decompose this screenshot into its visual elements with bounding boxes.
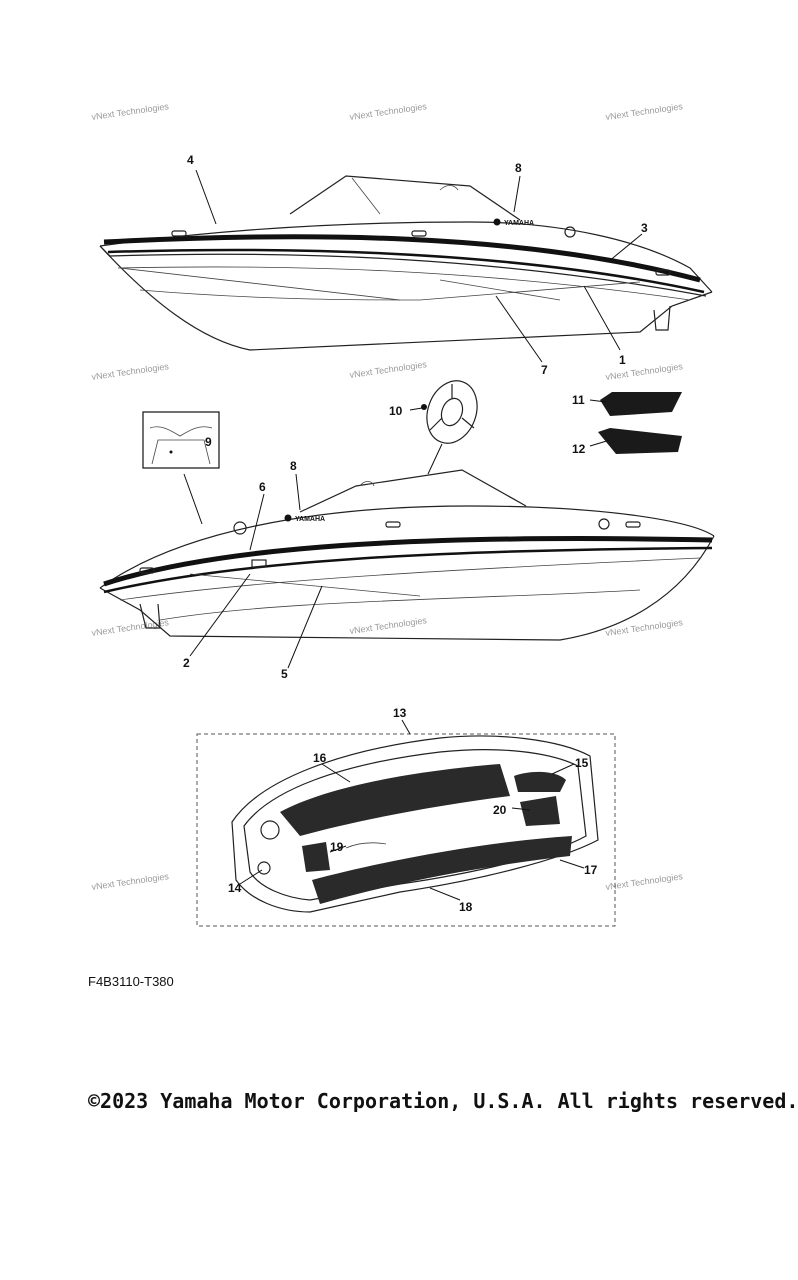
copyright-notice: ©2023 Yamaha Motor Corporation, U.S.A. A…	[88, 1089, 798, 1113]
boat-side-illustration: YAMAHA	[99, 469, 715, 641]
callout-19: 19	[330, 840, 344, 854]
callout-8-lower: 8	[290, 459, 297, 473]
leader-lines	[183, 169, 643, 901]
callout-15: 15	[575, 756, 589, 770]
steering-wheel-illustration	[421, 380, 478, 444]
callout-10: 10	[389, 404, 403, 418]
diagram-code: F4B3110-T380	[88, 974, 174, 989]
watermark: vNext Technologies	[91, 361, 170, 382]
callout-18: 18	[459, 900, 473, 914]
boat-top-illustration: YAMAHA	[99, 175, 713, 351]
parts-diagram: vNext Technologies vNext Technologies vN…	[91, 101, 715, 927]
callout-9: 9	[205, 435, 212, 449]
callout-12: 12	[572, 442, 586, 456]
callout-11: 11	[572, 393, 585, 407]
callout-5: 5	[281, 667, 288, 681]
callouts: 4 8 3 1 7 10 11 12 9 8 6 2 5 13 16 15 20…	[183, 153, 648, 914]
callout-1: 1	[619, 353, 626, 367]
deck-mat-illustration	[196, 733, 616, 927]
callout-14: 14	[228, 881, 242, 895]
callout-16: 16	[313, 751, 327, 765]
watermark: vNext Technologies	[605, 361, 684, 382]
watermark: vNext Technologies	[349, 101, 428, 122]
yamaha-badge-2: YAMAHA	[295, 516, 325, 523]
callout-20: 20	[493, 803, 507, 817]
callout-8: 8	[515, 161, 522, 175]
callout-13: 13	[393, 706, 407, 720]
callout-2: 2	[183, 656, 190, 670]
watermark: vNext Technologies	[349, 359, 428, 380]
watermark: vNext Technologies	[91, 101, 170, 122]
callout-4: 4	[187, 153, 194, 167]
callout-17: 17	[584, 863, 598, 877]
decal-pads	[598, 392, 682, 454]
watermark: vNext Technologies	[605, 101, 684, 122]
watermark: vNext Technologies	[91, 871, 170, 892]
watermark: vNext Technologies	[349, 615, 428, 636]
callout-6: 6	[259, 480, 266, 494]
yamaha-badge: YAMAHA	[504, 220, 534, 227]
callout-7: 7	[541, 363, 548, 377]
callout-3: 3	[641, 221, 648, 235]
watermark: vNext Technologies	[605, 617, 684, 638]
watermark: vNext Technologies	[605, 871, 684, 892]
inset-detail-box	[142, 411, 220, 469]
watermarks: vNext Technologies vNext Technologies vN…	[91, 101, 684, 892]
